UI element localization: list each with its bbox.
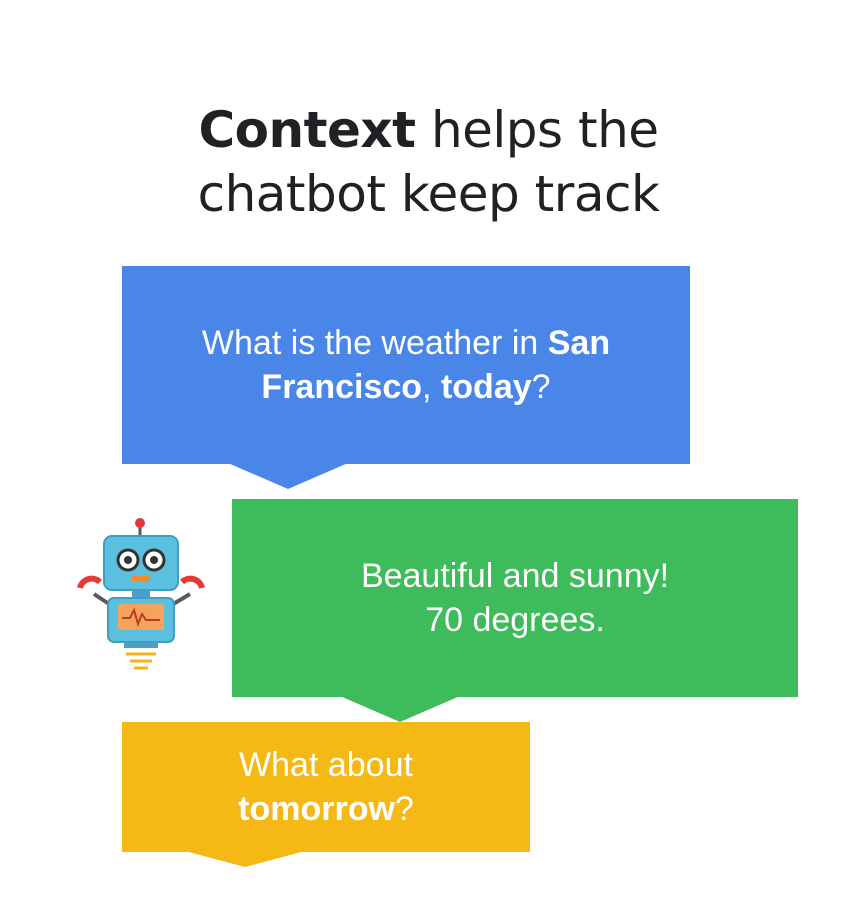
title-line2: chatbot keep track (197, 165, 660, 223)
user-message-bubble-1: What is the weather in San Francisco, to… (122, 266, 690, 464)
title-bold: Context (198, 101, 416, 159)
msg2-line2: 70 degrees. (425, 601, 605, 639)
msg3-bold-tomorrow: tomorrow (238, 790, 395, 828)
msg2-line1: Beautiful and sunny! (360, 557, 670, 595)
msg1-comma: , (422, 368, 441, 406)
msg1-text: What is the weather in (201, 324, 548, 362)
title-rest: helps the (415, 101, 659, 159)
bot-message-bubble: Beautiful and sunny! 70 degrees. (232, 499, 798, 697)
slide-title: Context helps the chatbot keep track (0, 98, 857, 226)
msg3-line1: What about (239, 746, 413, 784)
msg3-question: ? (394, 790, 414, 828)
msg1-question: ? (531, 368, 551, 406)
robot-icon (77, 518, 205, 670)
msg1-bold-today: today (440, 368, 532, 406)
user-message-bubble-2: What about tomorrow? (122, 722, 530, 852)
bubble-tail-2 (340, 696, 460, 722)
msg1-bold-francisco: Francisco (261, 368, 423, 406)
bubble-tail-3 (185, 851, 305, 867)
msg1-bold-san: San (547, 324, 611, 362)
bubble-tail-1 (228, 463, 348, 489)
